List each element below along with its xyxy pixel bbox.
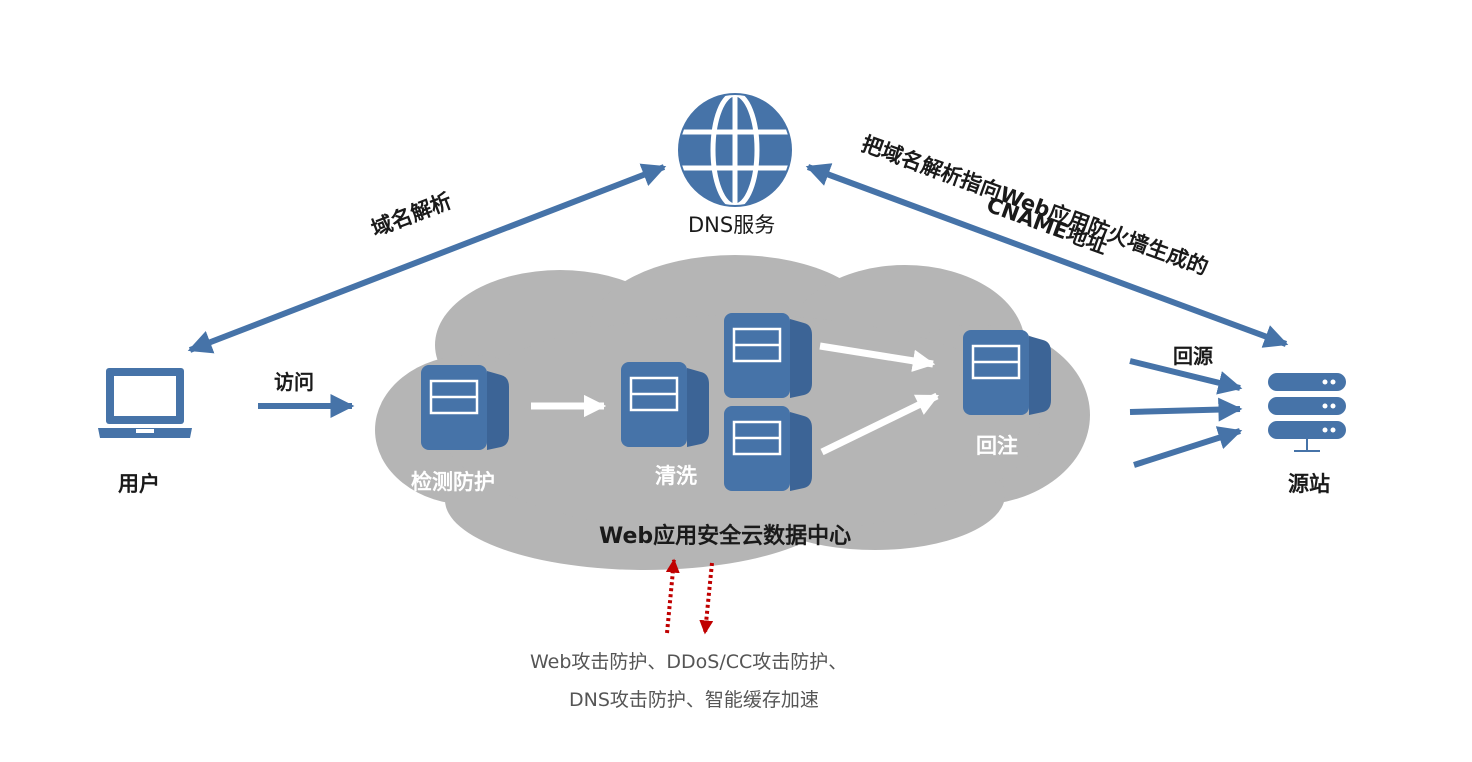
domain-resolve-arrow: [187, 163, 667, 354]
origin-arrow-middle: [1129, 397, 1243, 422]
features-line1: Web攻击防护、DDoS/CC攻击防护、: [530, 651, 848, 673]
clean-to-reinject-arrow-upper: [819, 342, 936, 372]
origin-arrow-top: [1129, 358, 1243, 395]
clean-to-reinject-arrow-lower: [820, 392, 940, 456]
clean-server-upper-icon: [722, 311, 814, 400]
visit-label: 访问: [274, 370, 314, 394]
features-line2: DNS攻击防护、智能缓存加速: [569, 689, 819, 711]
clean-stage-label: 清洗: [655, 464, 697, 488]
detect-stage-label: 检测防护: [411, 470, 495, 494]
origin-label: 源站: [1288, 472, 1330, 496]
reinject-server-icon: [961, 328, 1053, 417]
reinject-stage-label: 回注: [976, 434, 1018, 458]
detect-server-icon: [419, 363, 511, 452]
threat-out-arrow: [699, 562, 714, 635]
globe-icon: [678, 91, 792, 209]
threat-in-arrow: [665, 558, 680, 634]
clean-server-icon: [619, 360, 711, 449]
cname-arrow: [805, 163, 1289, 348]
back-to-origin-label: 回源: [1173, 344, 1213, 368]
clean-server-lower-icon: [722, 404, 814, 493]
cloud-title: Web应用安全云数据中心: [599, 524, 852, 549]
user-label: 用户: [118, 472, 160, 496]
laptop-icon: [98, 368, 192, 438]
origin-arrow-bottom: [1133, 426, 1243, 468]
server-stack-icon: [1268, 373, 1346, 452]
dns-label: DNS服务: [688, 213, 776, 237]
